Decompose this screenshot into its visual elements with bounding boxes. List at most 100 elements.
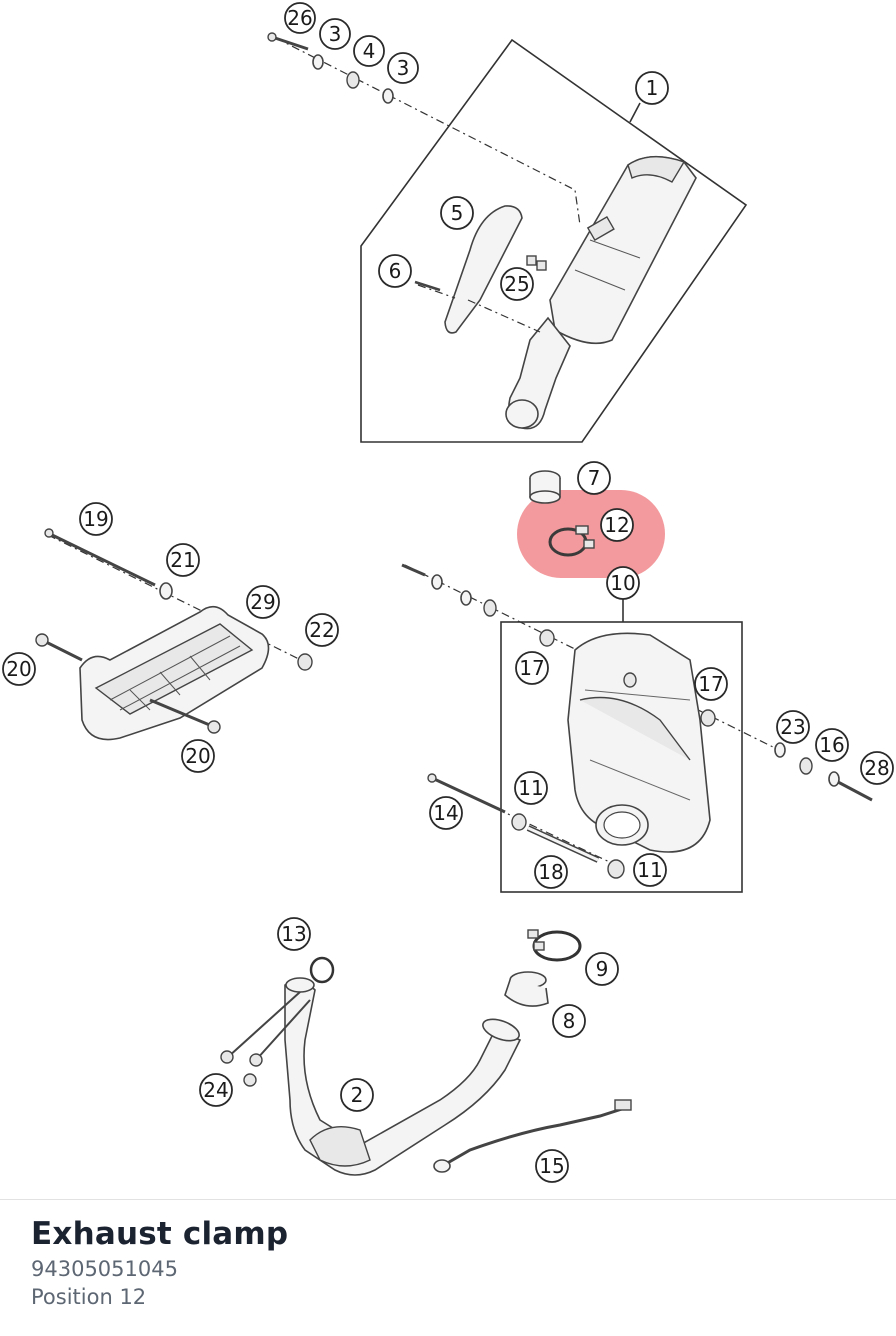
callout-25[interactable]: 25 <box>500 267 534 301</box>
bracket-29-icon <box>79 605 270 741</box>
svg-text:8: 8 <box>563 1009 576 1033</box>
svg-text:12: 12 <box>604 513 629 537</box>
svg-text:29: 29 <box>250 590 275 614</box>
center-group-outline <box>500 621 743 893</box>
callout-21[interactable]: 21 <box>166 543 200 577</box>
callout-10[interactable]: 10 <box>606 566 640 600</box>
bolt-28-icon <box>837 780 873 802</box>
svg-text:9: 9 <box>596 957 609 981</box>
svg-text:28: 28 <box>864 756 889 780</box>
callout-19[interactable]: 19 <box>79 502 113 536</box>
callout-15[interactable]: 15 <box>535 1149 569 1183</box>
svg-text:11: 11 <box>637 858 662 882</box>
axis-silencer-bolt <box>275 37 581 226</box>
callout-29[interactable]: 29 <box>246 585 280 619</box>
svg-text:20: 20 <box>6 657 31 681</box>
callout-9[interactable]: 9 <box>585 952 619 986</box>
washer-3b-icon <box>382 88 394 104</box>
stud-nuts-24-icon <box>220 991 311 1087</box>
svg-text:23: 23 <box>780 715 805 739</box>
sleeve-7-icon <box>529 470 561 504</box>
callout-24[interactable]: 24 <box>199 1073 233 1107</box>
svg-text:26: 26 <box>287 6 312 30</box>
callout-18[interactable]: 18 <box>534 855 568 889</box>
svg-text:2: 2 <box>351 1083 364 1107</box>
washer-21-icon <box>159 582 173 600</box>
pre-silencer-icon <box>567 632 711 853</box>
svg-text:11: 11 <box>518 776 543 800</box>
svg-text:13: 13 <box>281 922 306 946</box>
washer-upper-a-icon <box>431 574 443 590</box>
nut-4-icon <box>346 71 360 89</box>
svg-text:15: 15 <box>539 1154 564 1178</box>
spacer-18-icon <box>526 825 600 863</box>
svg-text:16: 16 <box>819 733 844 757</box>
svg-text:24: 24 <box>203 1078 228 1102</box>
bolt-upper-icon <box>401 563 426 577</box>
callout-2[interactable]: 2 <box>340 1078 374 1112</box>
callout-14[interactable]: 14 <box>429 796 463 830</box>
bolt-19-icon <box>44 528 156 587</box>
svg-text:7: 7 <box>588 466 601 490</box>
nut-25b-icon <box>536 260 547 271</box>
bolt-20a-icon <box>35 633 83 662</box>
nut-16-icon <box>799 757 813 775</box>
washer-upper-b-icon <box>460 590 472 606</box>
svg-text:20: 20 <box>185 744 210 768</box>
svg-text:1: 1 <box>646 76 659 100</box>
bush-11a-icon <box>511 813 527 831</box>
leader-1 <box>629 102 641 123</box>
callout-12[interactable]: 12 <box>600 508 634 542</box>
callout-17b[interactable]: 17 <box>694 667 728 701</box>
callout-22[interactable]: 22 <box>305 613 339 647</box>
lambda-sensor-15-icon <box>433 1099 632 1173</box>
svg-text:5: 5 <box>451 201 464 225</box>
callout-8[interactable]: 8 <box>552 1004 586 1038</box>
svg-text:17: 17 <box>698 672 723 696</box>
svg-text:17: 17 <box>519 656 544 680</box>
callout-17a[interactable]: 17 <box>515 651 549 685</box>
silencer-group-outline <box>360 38 748 443</box>
highlight-position-12 <box>517 490 665 578</box>
bolt-14-icon <box>427 773 506 814</box>
washer-3-icon <box>312 54 324 70</box>
callout-20b[interactable]: 20 <box>181 739 215 773</box>
part-number: 94305051045 <box>31 1257 178 1281</box>
exhaust-clamp-12-icon <box>548 525 595 557</box>
callout-13[interactable]: 13 <box>277 917 311 951</box>
heat-shield-5-icon <box>444 205 541 334</box>
svg-text:3: 3 <box>397 56 410 80</box>
bolt-20b-icon <box>149 698 221 734</box>
svg-text:4: 4 <box>363 39 376 63</box>
callout-16[interactable]: 16 <box>815 728 849 762</box>
callout-6[interactable]: 6 <box>378 254 412 288</box>
part-info-panel: Exhaust clamp 94305051045 Position 12 <box>0 1199 896 1336</box>
gasket-13-icon <box>309 956 335 984</box>
svg-text:6: 6 <box>389 259 402 283</box>
svg-text:18: 18 <box>538 860 563 884</box>
exploded-parts-diagram: 26 3 4 3 1 5 6 25 7 12 10 19 21 29 22 20… <box>2 2 894 1183</box>
clamp-9-icon <box>527 929 582 962</box>
callout-1[interactable]: 1 <box>635 71 669 105</box>
callout-11b[interactable]: 11 <box>633 853 667 887</box>
svg-text:14: 14 <box>433 801 458 825</box>
callout-5[interactable]: 5 <box>440 196 474 230</box>
callout-23[interactable]: 23 <box>776 710 810 744</box>
callout-7[interactable]: 7 <box>577 461 611 495</box>
callout-11a[interactable]: 11 <box>514 771 548 805</box>
part-position: Position 12 <box>31 1285 147 1309</box>
svg-text:3: 3 <box>329 22 342 46</box>
svg-text:22: 22 <box>309 618 334 642</box>
callout-3b[interactable]: 3 <box>387 52 419 84</box>
svg-text:10: 10 <box>610 571 635 595</box>
callout-3a[interactable]: 3 <box>319 18 351 50</box>
callout-26[interactable]: 26 <box>284 2 316 34</box>
svg-text:21: 21 <box>170 548 195 572</box>
washer-23-icon <box>774 742 786 758</box>
callout-20a[interactable]: 20 <box>2 652 36 686</box>
callout-4[interactable]: 4 <box>353 35 385 67</box>
nut-22-icon <box>297 653 313 671</box>
nut-25a-icon <box>526 255 537 266</box>
bush-17a-icon <box>539 629 555 647</box>
callout-28[interactable]: 28 <box>860 751 894 785</box>
